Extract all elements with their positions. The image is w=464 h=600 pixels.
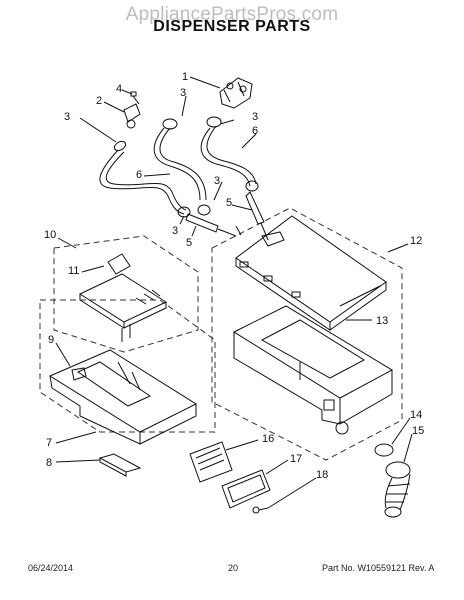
part-3-clamp-5[interactable] <box>197 204 211 216</box>
footer-date: 06/24/2014 <box>28 563 74 573</box>
part-6-hose-middle[interactable] <box>153 127 207 201</box>
part-8-bracket[interactable] <box>98 453 142 477</box>
watermark: AppliancePartsPros.com <box>125 4 339 25</box>
part-14-clamp[interactable] <box>374 443 394 457</box>
callout-16: 16 <box>262 433 274 445</box>
callout-7: 7 <box>46 437 52 449</box>
group-box-dispenser-housing <box>211 207 403 461</box>
callout-2: 2 <box>96 95 102 107</box>
part-3-clamp-1[interactable] <box>113 140 127 153</box>
part-4-screw[interactable] <box>130 91 140 105</box>
part-11-detergent-cup[interactable] <box>78 253 168 342</box>
callout-17: 17 <box>290 453 302 465</box>
callout-3-mid-right: 3 <box>214 175 220 187</box>
callout-5-left: 5 <box>186 237 192 249</box>
callout-6-left: 6 <box>136 169 142 181</box>
part-17-gasket[interactable] <box>221 469 271 509</box>
part-5-inlet-left[interactable] <box>185 213 237 237</box>
part-15-bellows-hose[interactable] <box>384 461 411 518</box>
callout-12: 12 <box>410 235 422 247</box>
callout-3-right: 3 <box>252 111 258 123</box>
callout-labels: 1 4 2 3 3 3 6 6 3 5 3 5 10 11 12 13 9 7 … <box>44 71 424 481</box>
part-9-dispenser-drawer[interactable] <box>48 349 198 445</box>
part-16-handle-plate[interactable] <box>189 441 233 483</box>
group-box-detergent-cup <box>53 235 199 353</box>
callout-6-right: 6 <box>252 125 258 137</box>
part-12-housing-cover[interactable] <box>235 215 387 331</box>
footer-part-number: Part No. W10559121 Rev. A <box>322 563 435 573</box>
callout-8: 8 <box>46 457 52 469</box>
callout-9: 9 <box>48 334 54 346</box>
callout-3-bottom: 3 <box>172 225 178 237</box>
callout-18: 18 <box>316 469 328 481</box>
callout-3-top-middle: 3 <box>180 87 186 99</box>
callout-13: 13 <box>376 315 388 327</box>
part-2-fitting[interactable] <box>123 103 141 129</box>
part-6-hose-left[interactable] <box>99 149 187 215</box>
callout-11: 11 <box>68 265 79 277</box>
page-title: DISPENSER PARTS <box>153 18 311 35</box>
callout-15: 15 <box>412 425 424 437</box>
callout-10: 10 <box>44 229 56 241</box>
callout-1: 1 <box>182 71 188 83</box>
leader-lines <box>55 76 413 509</box>
part-3-clamp-2[interactable] <box>162 118 178 130</box>
part-18-screw[interactable] <box>252 506 269 514</box>
part-6-hose-right[interactable] <box>200 125 257 187</box>
part-3-clamp-3[interactable] <box>206 116 222 128</box>
group-box-dispenser-drawer <box>39 299 216 433</box>
part-5-inlet-right[interactable] <box>245 191 269 241</box>
callout-14: 14 <box>410 409 422 421</box>
part-13-dispenser-housing[interactable] <box>232 305 394 435</box>
part-3-clamp-6[interactable] <box>245 180 259 192</box>
footer-page-number: 20 <box>228 563 239 573</box>
part-1-water-valve[interactable] <box>219 77 253 109</box>
callout-3-left: 3 <box>64 111 70 123</box>
callout-5-right: 5 <box>226 197 232 209</box>
callout-4: 4 <box>116 83 122 95</box>
